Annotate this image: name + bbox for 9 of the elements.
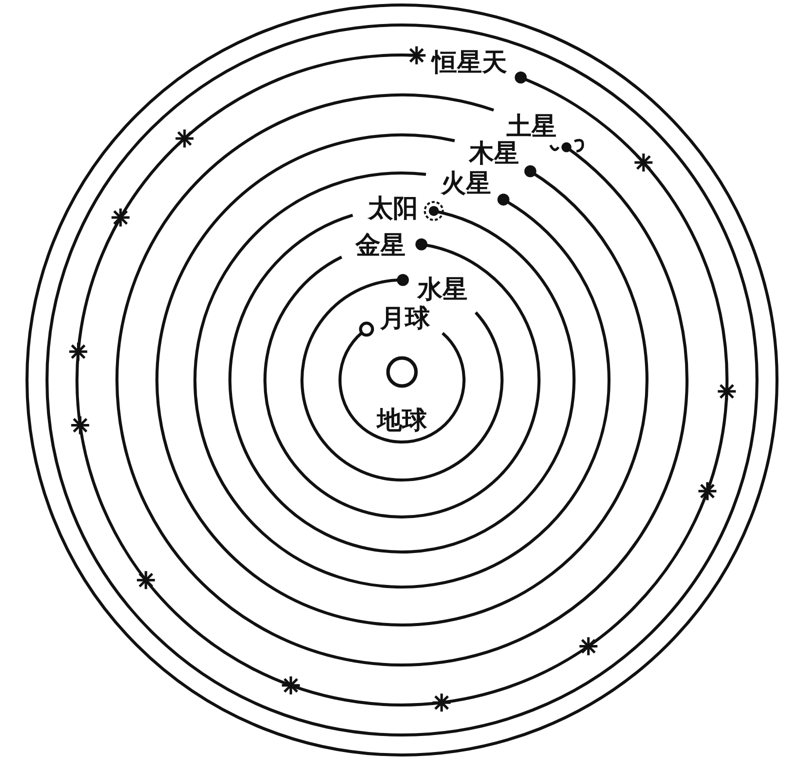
orbit-label: 月球 xyxy=(380,306,430,331)
earth-label: 地球 xyxy=(377,408,427,432)
orbit-label: 恒星天 xyxy=(432,50,508,75)
orbit-label: 金星 xyxy=(356,232,406,258)
orbit-label: 土星 xyxy=(506,114,556,139)
orbit-label: 火星 xyxy=(440,170,491,196)
orbit-label: 水星 xyxy=(418,276,468,302)
orbit-label: 太阳 xyxy=(368,196,418,221)
orbit-label: 木星 xyxy=(468,140,519,166)
